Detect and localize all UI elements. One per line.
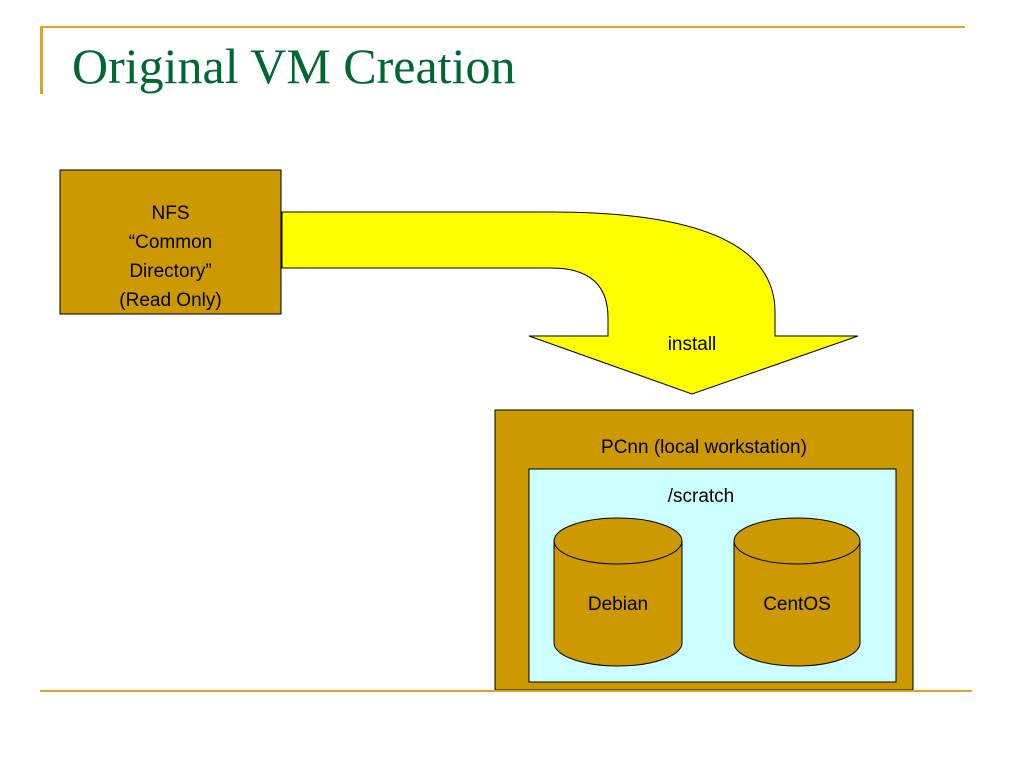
install-label: install xyxy=(668,334,717,355)
nfs-box-line: (Read Only) xyxy=(119,290,221,311)
workstation-label: PCnn (local workstation) xyxy=(601,437,807,458)
footer-rule xyxy=(40,690,972,692)
centos-disk-label: CentOS xyxy=(763,594,831,615)
centos-disk-icon: CentOS xyxy=(733,517,861,667)
debian-disk-icon: Debian xyxy=(553,517,683,667)
debian-disk-label: Debian xyxy=(588,594,648,615)
nfs-box-line: Directory” xyxy=(129,261,211,282)
scratch-box: /scratch Debian CentOS xyxy=(528,468,897,683)
workstation-box: PCnn (local workstation) /scratch Debian… xyxy=(494,409,914,691)
install-arrow: install xyxy=(281,211,859,395)
nfs-box-line: “Common xyxy=(129,232,212,253)
slide-title: Original VM Creation xyxy=(72,38,516,94)
title-accent-rule xyxy=(40,26,965,28)
scratch-label: /scratch xyxy=(668,486,735,507)
nfs-box: NFS “Common Directory” (Read Only) xyxy=(59,169,282,315)
nfs-box-line: NFS xyxy=(152,203,190,224)
title-accent-bar xyxy=(40,26,43,94)
